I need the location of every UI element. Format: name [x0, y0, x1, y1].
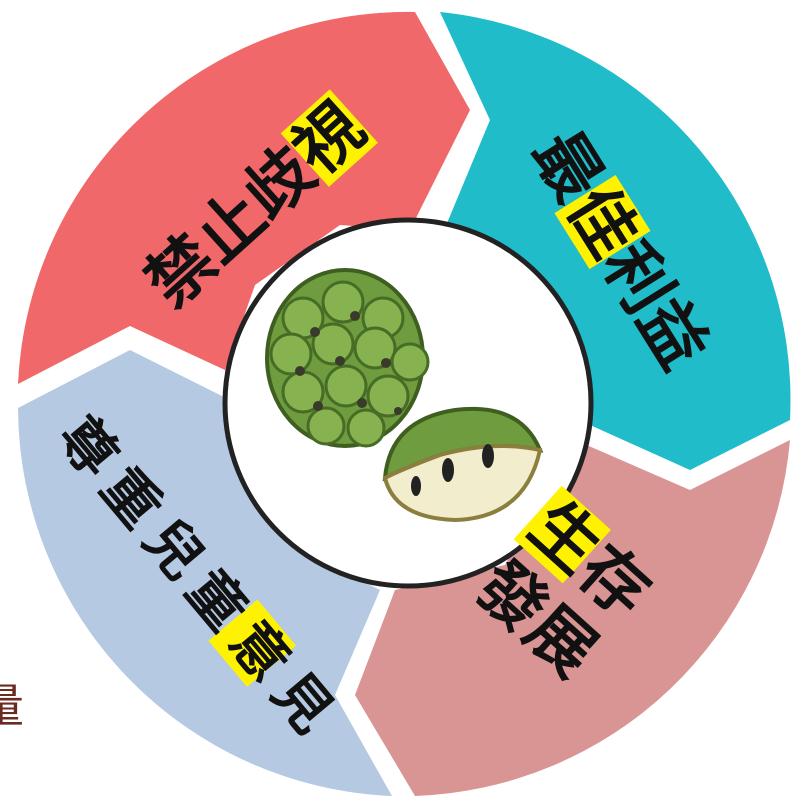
segment-pink — [355, 440, 790, 796]
edge-character: 量 — [0, 679, 24, 733]
segment-red — [18, 11, 470, 384]
highlight-blue — [208, 599, 297, 687]
segment-blue — [18, 350, 392, 796]
highlight-red — [280, 89, 378, 187]
highlight-pink — [513, 485, 611, 584]
custard-apple-icon — [265, 268, 544, 523]
highlight-teal — [554, 174, 651, 270]
